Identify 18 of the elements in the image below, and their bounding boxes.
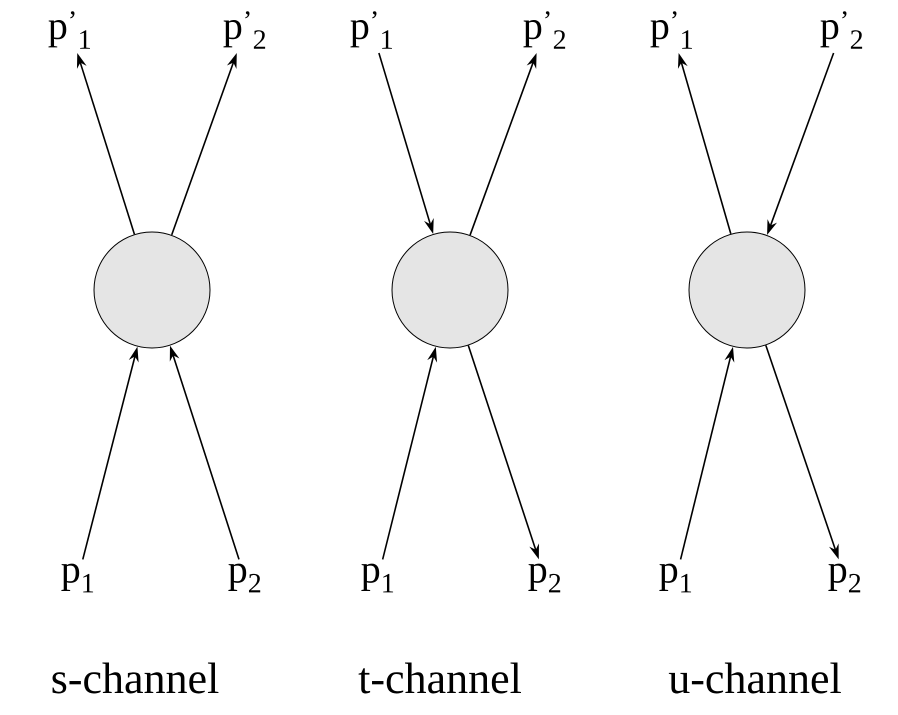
momentum-label: p$_{1}$ [61, 564, 94, 592]
momentum-label: p$_{2}$ [228, 564, 260, 592]
momentum-label: p$^{’}$1 [350, 11, 392, 49]
channel-caption: u-channel [668, 662, 841, 694]
momentum-label: p$^{’}$1 [48, 11, 90, 49]
momentum-label: p$^{’}$1 [650, 11, 692, 49]
momentum-label: p$^{’}$2 [523, 11, 566, 49]
blob-circle [392, 232, 508, 348]
blob-circle [688, 232, 806, 348]
momentum-label: p$^{’}$2 [223, 11, 266, 49]
blob-circle [94, 232, 210, 348]
momentum-label: p$_{1}$ [361, 564, 394, 592]
channel-caption: s-channel [52, 662, 218, 694]
momentum-label: p$^{’}$2 [820, 11, 862, 49]
momentum-label: p$_{2}$ [828, 564, 860, 592]
channel-caption: t-channel [358, 662, 521, 694]
momentum-label: p$_{1}$ [659, 564, 692, 592]
momentum-label: p$_{2}$ [528, 564, 560, 592]
